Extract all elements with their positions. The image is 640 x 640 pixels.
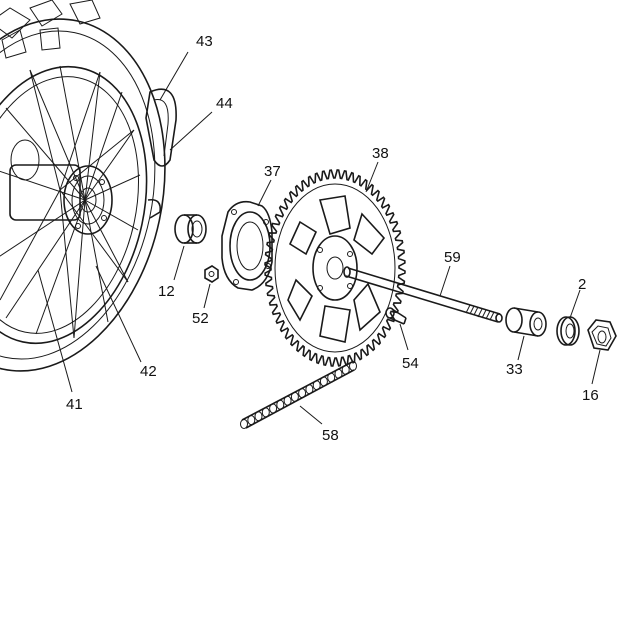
leader-lines bbox=[37, 51, 601, 425]
chain-links bbox=[240, 361, 357, 429]
self-locking-nut bbox=[204, 265, 219, 283]
leader-54 bbox=[399, 323, 409, 351]
chain-guard bbox=[145, 88, 177, 219]
callout-41: 41 bbox=[66, 396, 83, 413]
chain-link bbox=[269, 403, 278, 414]
callout-58: 58 bbox=[322, 427, 339, 444]
callout-52: 52 bbox=[192, 310, 209, 327]
leader-16 bbox=[591, 349, 601, 385]
callout-12: 12 bbox=[158, 283, 175, 300]
callout-2: 2 bbox=[578, 276, 586, 293]
sprocket-inner-ring bbox=[274, 183, 396, 353]
rim-inner bbox=[0, 76, 139, 334]
rim-outer bbox=[0, 65, 148, 345]
callout-43: 43 bbox=[196, 33, 213, 50]
tire-inner-line bbox=[0, 30, 156, 360]
chain-link bbox=[349, 361, 357, 371]
sprocket-bolt bbox=[385, 307, 407, 325]
axle-spacer bbox=[505, 307, 547, 337]
leader-2 bbox=[569, 289, 581, 319]
callout-37: 37 bbox=[264, 163, 281, 180]
spacer-flange bbox=[221, 200, 273, 291]
chain-link bbox=[305, 384, 314, 395]
leader-52 bbox=[203, 283, 211, 309]
leader-44 bbox=[169, 111, 213, 151]
leader-43 bbox=[159, 51, 189, 101]
chain-link bbox=[319, 376, 328, 387]
leader-37 bbox=[257, 179, 272, 207]
chain-link bbox=[276, 399, 285, 410]
leader-59 bbox=[439, 265, 451, 297]
sprocket-hub bbox=[312, 235, 358, 301]
rear-wheel bbox=[0, 0, 166, 372]
rear-axle bbox=[343, 266, 503, 323]
leader-41 bbox=[37, 269, 73, 393]
callout-42: 42 bbox=[140, 363, 157, 380]
drive-chain bbox=[240, 361, 357, 429]
callout-44: 44 bbox=[216, 95, 233, 112]
tire-outline bbox=[0, 18, 166, 372]
chain-link bbox=[298, 388, 307, 399]
leader-42 bbox=[95, 265, 142, 363]
chain-link bbox=[327, 372, 336, 383]
chain-link bbox=[247, 415, 256, 426]
hub bbox=[9, 139, 113, 235]
washer bbox=[556, 316, 580, 346]
chain-link bbox=[261, 407, 270, 418]
bearing bbox=[174, 214, 207, 244]
callout-33: 33 bbox=[506, 361, 523, 378]
chain-link bbox=[334, 368, 343, 379]
leader-12 bbox=[173, 245, 185, 281]
callout-labels: 43 44 37 38 59 12 52 42 41 54 33 2 16 58 bbox=[66, 33, 599, 444]
chain-link bbox=[312, 380, 321, 391]
sprocket-teeth bbox=[264, 169, 406, 367]
callout-59: 59 bbox=[444, 249, 461, 266]
leader-38 bbox=[365, 161, 379, 193]
tire-tread bbox=[0, 0, 101, 59]
chain-link bbox=[341, 364, 350, 375]
callout-16: 16 bbox=[582, 387, 599, 404]
sprocket-cutouts bbox=[287, 195, 386, 343]
leader-33 bbox=[517, 335, 525, 361]
chain-link bbox=[240, 419, 248, 429]
chain-link bbox=[283, 395, 292, 406]
axle-nut bbox=[587, 319, 617, 351]
chain-link bbox=[254, 411, 263, 422]
leader-58 bbox=[299, 405, 323, 425]
callout-54: 54 bbox=[402, 355, 419, 372]
rear-sprocket bbox=[264, 169, 406, 367]
chain-link bbox=[290, 391, 299, 402]
callout-38: 38 bbox=[372, 145, 389, 162]
